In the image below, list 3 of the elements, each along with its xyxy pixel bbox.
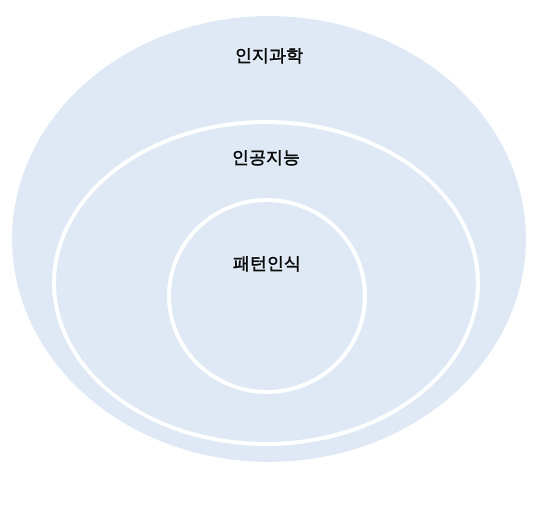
region-label: 인공지능	[231, 147, 301, 169]
region-label: 인지과학	[234, 45, 304, 67]
region-label: 패턴인식	[232, 253, 302, 275]
